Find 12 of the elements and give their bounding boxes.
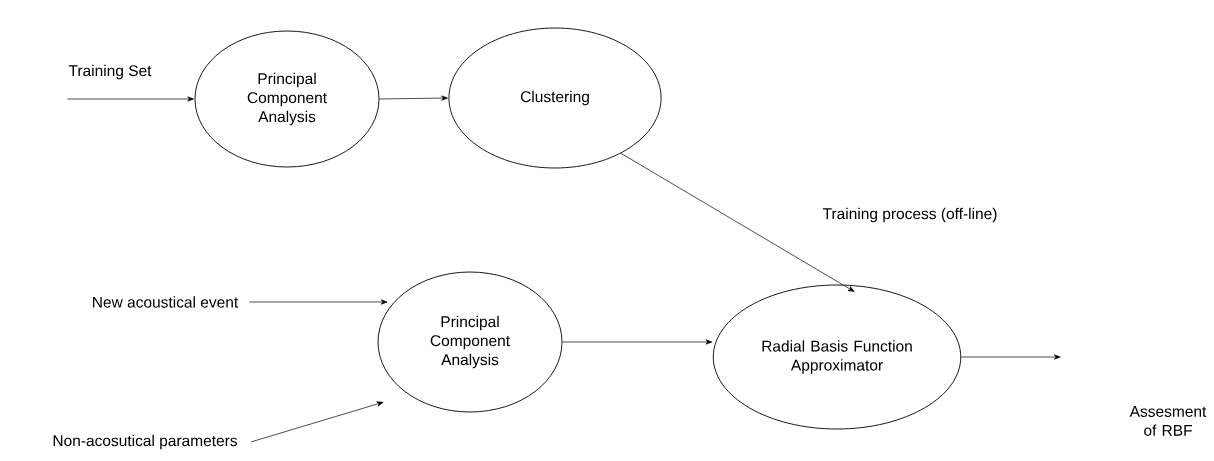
edge-label: Training process (off-line) — [821, 206, 999, 224]
input-label: Non-acosutical parameters — [53, 434, 237, 450]
input-label: New acoustical event — [93, 296, 239, 308]
input-label: Training Set — [68, 64, 152, 80]
arrow — [960, 354, 1061, 360]
arrow — [620, 153, 855, 292]
output-label: Assesment of RBF — [1129, 406, 1207, 436]
arrow — [250, 401, 384, 443]
arrow — [379, 95, 448, 101]
arrow — [249, 299, 388, 305]
arrow — [562, 339, 713, 345]
arrow — [66, 96, 194, 102]
